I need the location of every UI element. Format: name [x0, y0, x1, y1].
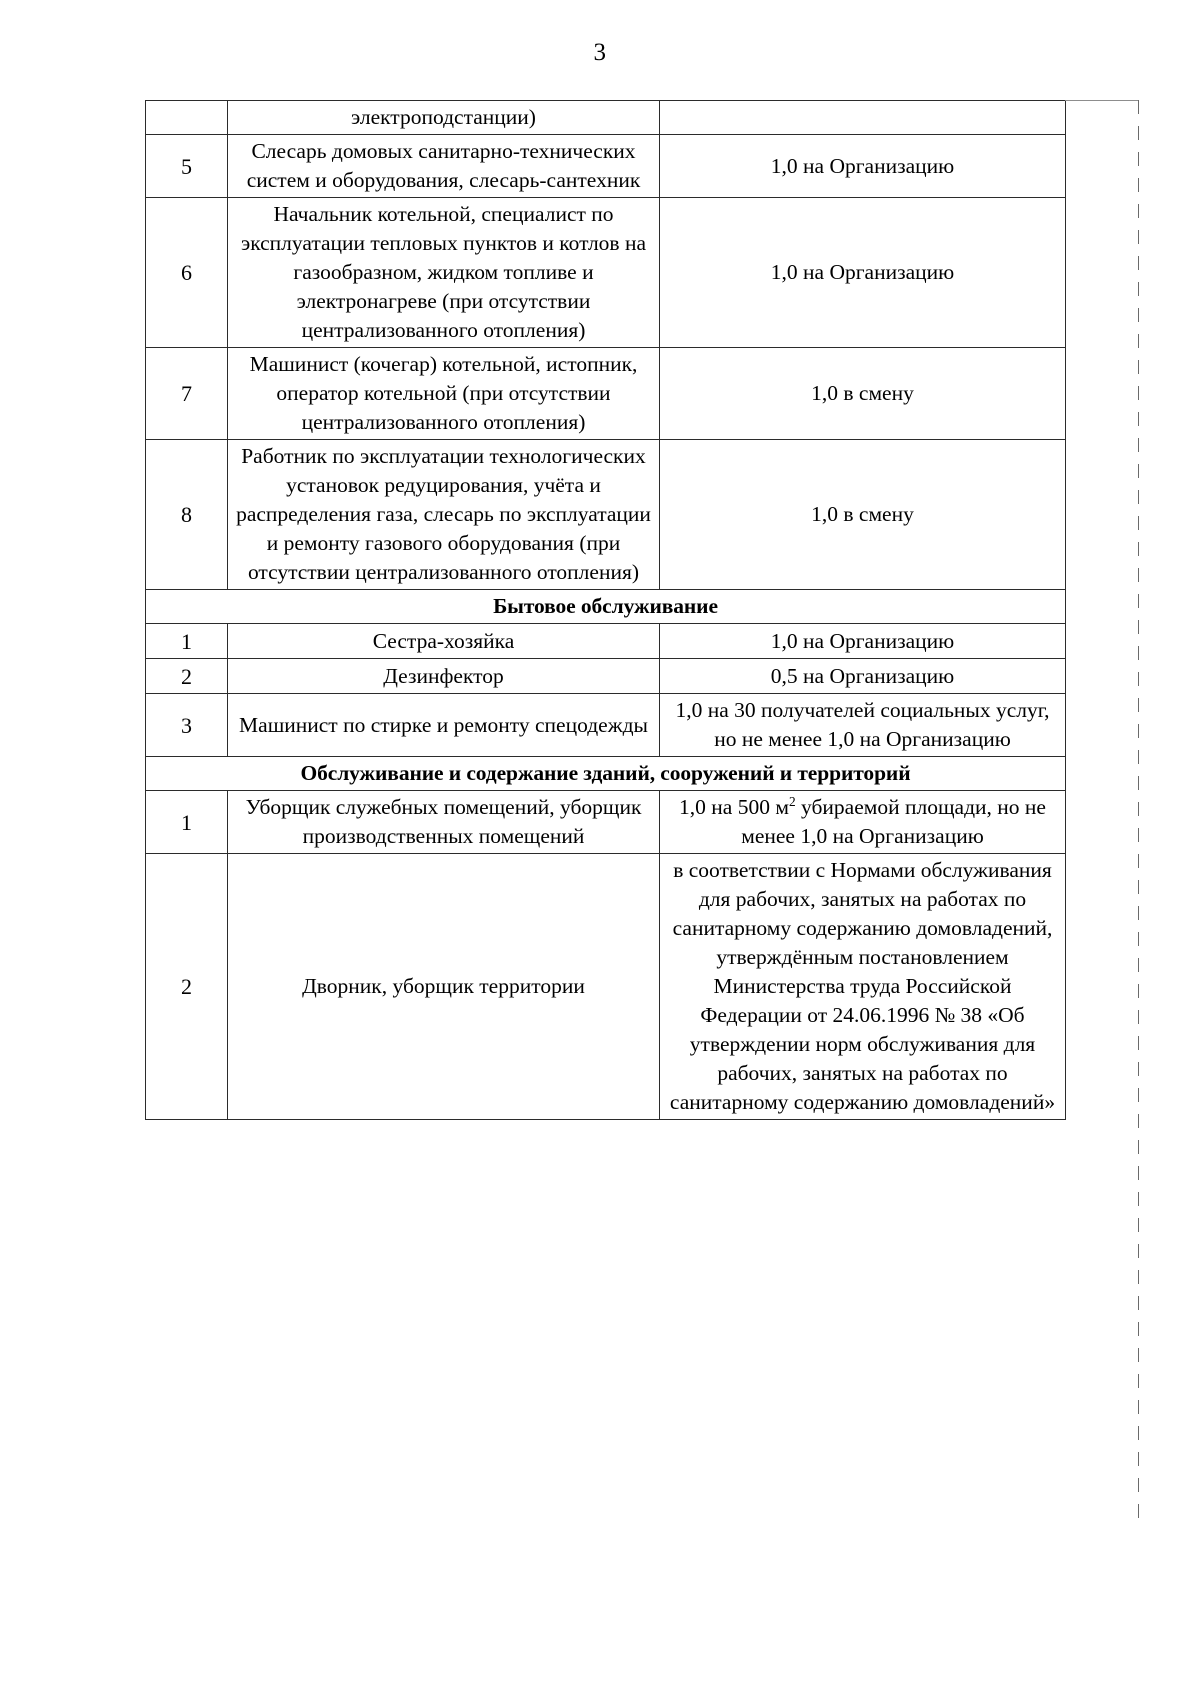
position-cell: Машинист по стирке и ремонту спецодежды: [227, 693, 660, 757]
table-row: 7 Машинист (кочегар) котельной, истопник…: [145, 347, 1066, 440]
position-cell: Работник по эксплуатации технологических…: [227, 439, 660, 590]
table-section-row: Бытовое обслуживание: [145, 589, 1066, 624]
row-number-cell: 2: [145, 658, 228, 694]
norm-cell: в соответствии с Нормами обслуживания дл…: [659, 853, 1066, 1120]
norm-cell: 1,0 в смену: [659, 347, 1066, 440]
row-number-cell: 1: [145, 623, 228, 659]
table-row: 2 Дворник, уборщик территории в соответс…: [145, 853, 1066, 1120]
norm-cell: 0,5 на Организацию: [659, 658, 1066, 694]
table-row: электроподстанции): [145, 100, 1066, 135]
norm-cell: [659, 100, 1066, 135]
row-number-cell: 2: [145, 853, 228, 1120]
row-number-cell: 7: [145, 347, 228, 440]
norm-cell: 1,0 на 500 м2 убираемой площади, но не м…: [659, 790, 1066, 854]
scan-artifact-line: [1065, 100, 1139, 101]
position-cell: Начальник котельной, специалист по экспл…: [227, 197, 660, 348]
position-cell: Слесарь домовых санитарно-технических си…: [227, 134, 660, 198]
row-number-cell: 1: [145, 790, 228, 854]
position-cell: Дезинфектор: [227, 658, 660, 694]
norm-cell: 1,0 на Организацию: [659, 623, 1066, 659]
table-row: 8 Работник по эксплуатации технологическ…: [145, 439, 1066, 590]
row-number-cell: 6: [145, 197, 228, 348]
row-number-cell: 5: [145, 134, 228, 198]
table-row: 1 Уборщик служебных помещений, уборщик п…: [145, 790, 1066, 854]
table-row: 6 Начальник котельной, специалист по экс…: [145, 197, 1066, 348]
norm-cell: 1,0 на Организацию: [659, 134, 1066, 198]
staffing-norms-table: электроподстанции) 5 Слесарь домовых сан…: [145, 100, 1066, 1120]
norm-cell: 1,0 в смену: [659, 439, 1066, 590]
norm-cell: 1,0 на 30 получателей социальных услуг, …: [659, 693, 1066, 757]
section-header-buildings: Обслуживание и содержание зданий, сооруж…: [145, 756, 1066, 791]
scan-artifact-edge: [1138, 100, 1139, 1518]
table-row: 2 Дезинфектор 0,5 на Организацию: [145, 658, 1066, 694]
position-cell: электроподстанции): [227, 100, 660, 135]
table-row: 1 Сестра-хозяйка 1,0 на Организацию: [145, 623, 1066, 659]
page-number: 3: [593, 39, 607, 66]
position-cell: Машинист (кочегар) котельной, истопник, …: [227, 347, 660, 440]
row-number-cell: [145, 100, 228, 135]
position-cell: Дворник, уборщик территории: [227, 853, 660, 1120]
table-row: 3 Машинист по стирке и ремонту спецодежд…: [145, 693, 1066, 757]
table-section-row: Обслуживание и содержание зданий, сооруж…: [145, 756, 1066, 791]
norm-cell: 1,0 на Организацию: [659, 197, 1066, 348]
row-number-cell: 3: [145, 693, 228, 757]
position-cell: Сестра-хозяйка: [227, 623, 660, 659]
row-number-cell: 8: [145, 439, 228, 590]
section-header-household: Бытовое обслуживание: [145, 589, 1066, 624]
table-body: электроподстанции) 5 Слесарь домовых сан…: [145, 100, 1066, 1120]
table-row: 5 Слесарь домовых санитарно-технических …: [145, 134, 1066, 198]
position-cell: Уборщик служебных помещений, уборщик про…: [227, 790, 660, 854]
